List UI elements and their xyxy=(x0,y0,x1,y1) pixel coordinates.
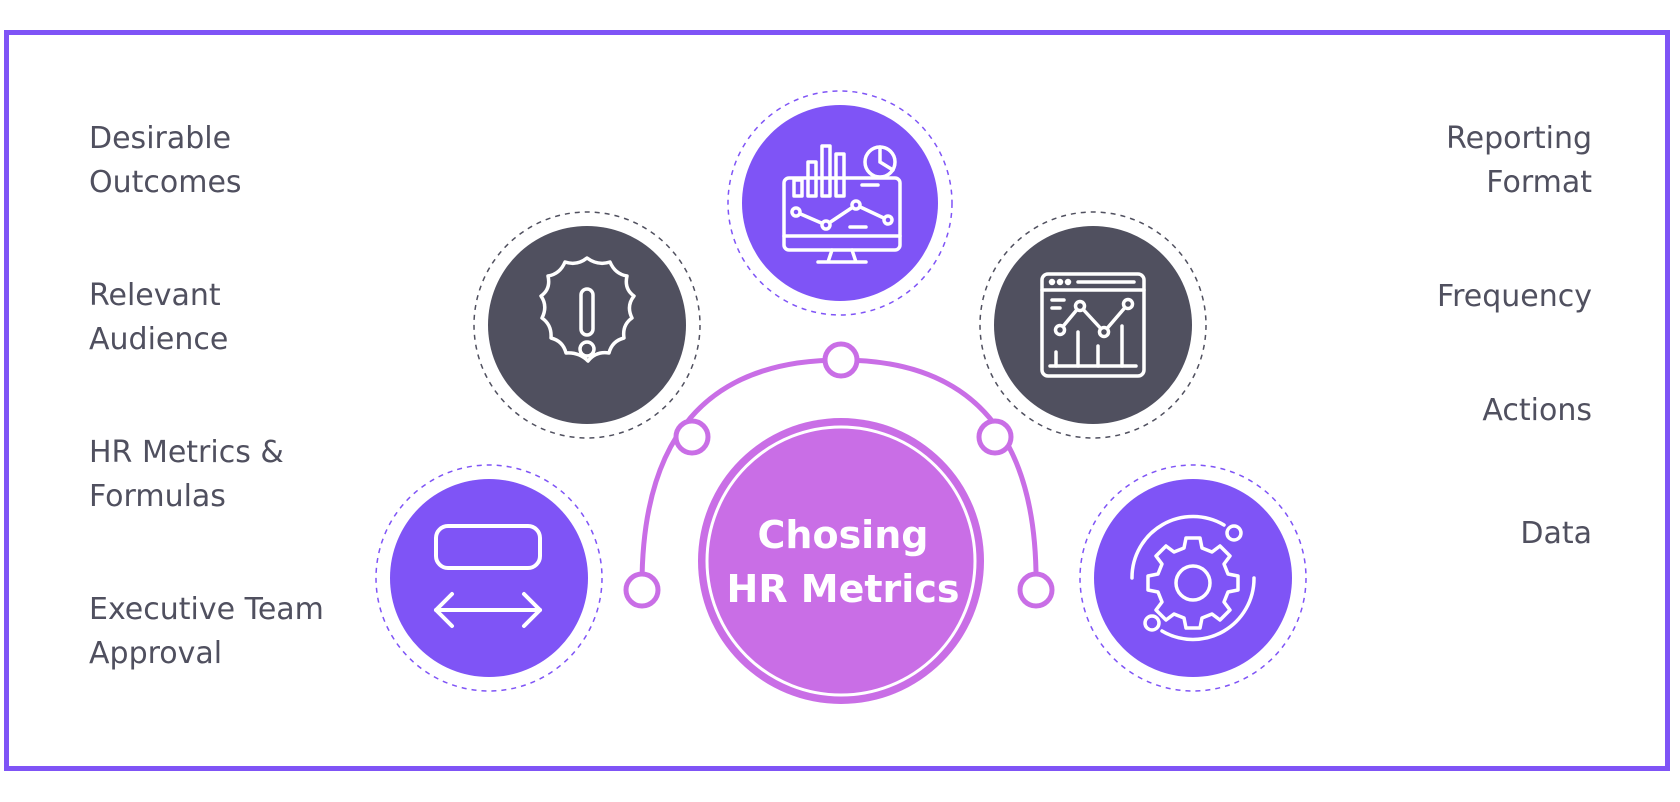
connector-node xyxy=(673,418,711,456)
alert-badge-icon xyxy=(473,211,701,439)
label-data: Data xyxy=(1520,516,1592,551)
connector-node xyxy=(976,418,1014,456)
resize-arrows-icon xyxy=(375,464,603,692)
label-actions: Actions xyxy=(1482,393,1592,428)
label-hr-metrics-formulas: HR Metrics &Formulas xyxy=(89,435,284,514)
gear-cycle-icon xyxy=(1079,464,1307,692)
connector-node xyxy=(1017,571,1055,609)
connector-node xyxy=(822,341,860,379)
center-circle xyxy=(698,418,984,704)
dashboard-chart-icon xyxy=(979,211,1207,439)
monitor-chart-icon xyxy=(727,90,953,316)
center-inner-ring xyxy=(705,425,977,697)
label-frequency: Frequency xyxy=(1437,279,1592,314)
diagram-frame xyxy=(4,30,1670,771)
connector-node xyxy=(623,571,661,609)
